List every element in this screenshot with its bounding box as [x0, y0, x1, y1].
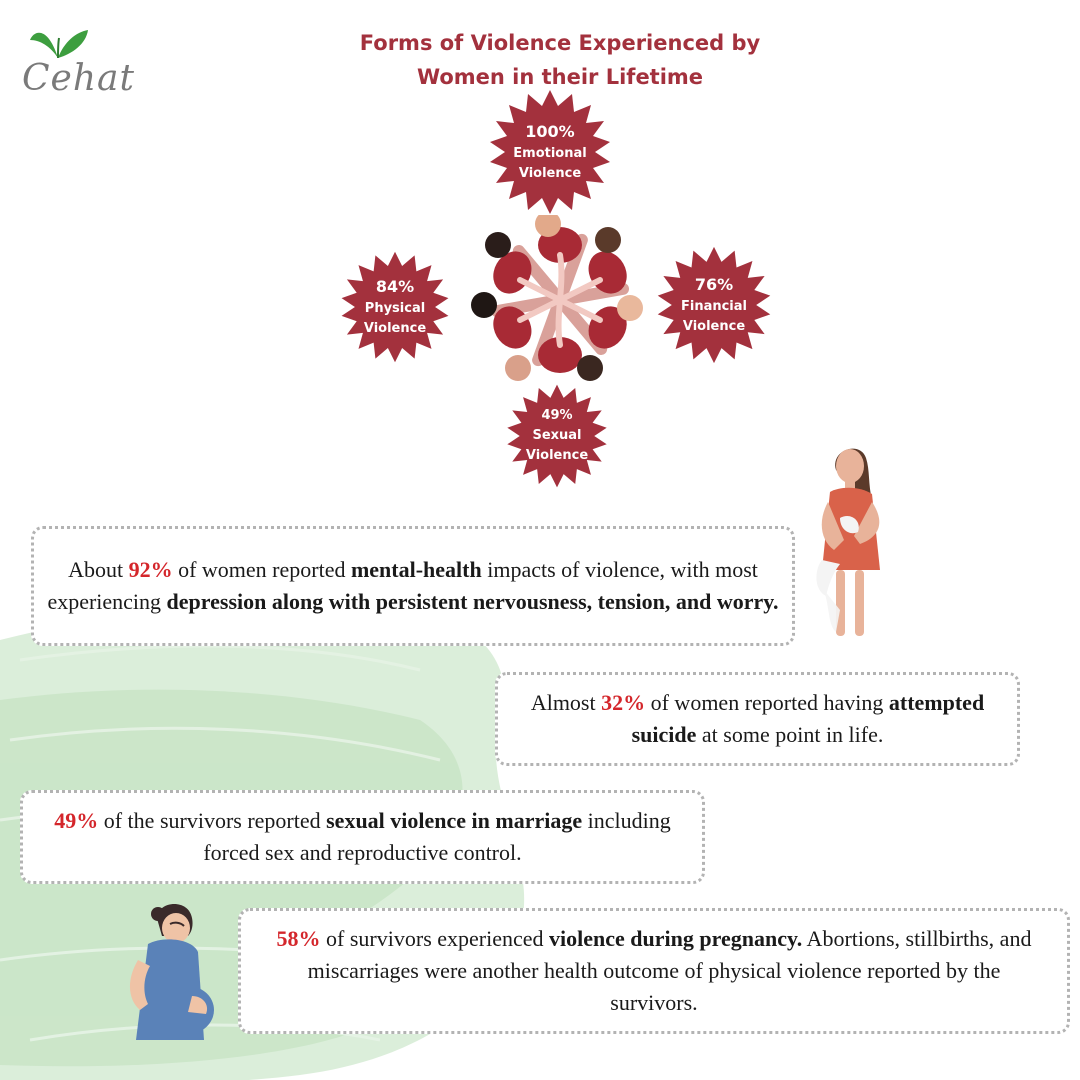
stat-highlight: 32% — [601, 690, 646, 715]
card-mental-health: About 92% of women reported mental-healt… — [31, 526, 795, 646]
woman-hugging-self-illustration — [816, 448, 880, 636]
card-text-part: of the survivors reported — [98, 808, 327, 833]
women-circle-embrace-illustration — [471, 215, 643, 381]
badge-label-line-2: Violence — [518, 166, 582, 181]
badge-physical-violence: 84% Physical Violence — [338, 250, 452, 364]
pregnant-woman-illustration — [129, 904, 214, 1040]
card-text-part: at some point in life. — [696, 722, 884, 747]
card-text-part: of women reported having — [645, 690, 889, 715]
emphasis: sexual violence in marriage — [326, 808, 583, 833]
card-text-part: of women reported — [172, 557, 351, 582]
badge-financial-violence: 76% Financial Violence — [654, 245, 774, 365]
card-text-part: About — [68, 557, 129, 582]
title-line-1: Forms of Violence Experienced by — [359, 31, 761, 55]
badge-percent: 100% — [525, 122, 575, 141]
card-text: About 92% of women reported mental-healt… — [44, 554, 782, 618]
card-text-part: Abortions, stillbirths, and miscarriages… — [307, 926, 1032, 1015]
card-text-part: impacts of violence, with most experienc… — [47, 557, 758, 614]
card-attempted-suicide: Almost 32% of women reported having atte… — [495, 672, 1020, 766]
badge-label-line-1: Emotional — [513, 146, 587, 161]
emphasis: mental-health — [350, 557, 482, 582]
badge-label-line-2: Violence — [363, 321, 427, 336]
badge-label-line-2: Violence — [682, 319, 746, 334]
stat-highlight: 92% — [128, 557, 173, 582]
badge-percent: 76% — [694, 275, 734, 294]
starburst-shape — [657, 246, 771, 364]
card-marriage-violence: 49% of the survivors reported sexual vio… — [20, 790, 705, 884]
badge-sexual-violence: 49% Sexual Violence — [504, 383, 610, 489]
badge-label-line-1: Sexual — [532, 428, 582, 443]
card-pregnancy-violence: 58% of survivors experienced violence du… — [238, 908, 1070, 1034]
starburst-shape — [490, 90, 610, 214]
title-line-2: Women in their Lifetime — [416, 65, 704, 89]
badge-percent: 84% — [375, 277, 415, 296]
badge-label-line-1: Physical — [364, 301, 426, 316]
badge-label-line-1: Financial — [680, 299, 747, 314]
stat-highlight: 58% — [276, 926, 321, 951]
card-text: 49% of the survivors reported sexual vio… — [51, 805, 674, 869]
card-text: Almost 32% of women reported having atte… — [528, 687, 987, 751]
starburst-shape — [341, 251, 449, 363]
stat-highlight: 49% — [54, 808, 99, 833]
emphasis: depression along with persistent nervous… — [166, 589, 779, 614]
badge-emotional-violence: 100% Emotional Violence — [486, 88, 614, 216]
cehat-logo: Cehat — [22, 24, 142, 104]
card-text-part: of survivors experienced — [320, 926, 550, 951]
badge-percent: 49% — [541, 408, 573, 423]
starburst-shape — [507, 384, 607, 488]
twin-leaf-icon — [30, 30, 88, 59]
badge-label-line-2: Violence — [525, 448, 589, 463]
emphasis: violence during pregnancy. — [549, 926, 803, 951]
emphasis: attempted suicide — [631, 690, 985, 747]
card-text-part: Almost — [530, 690, 602, 715]
logo-wordmark: Cehat — [22, 58, 135, 99]
page-title: Forms of Violence Experienced by Women i… — [300, 26, 820, 94]
card-text: 58% of survivors experienced violence du… — [265, 923, 1043, 1019]
card-text-part: including forced sex and reproductive co… — [203, 808, 671, 865]
